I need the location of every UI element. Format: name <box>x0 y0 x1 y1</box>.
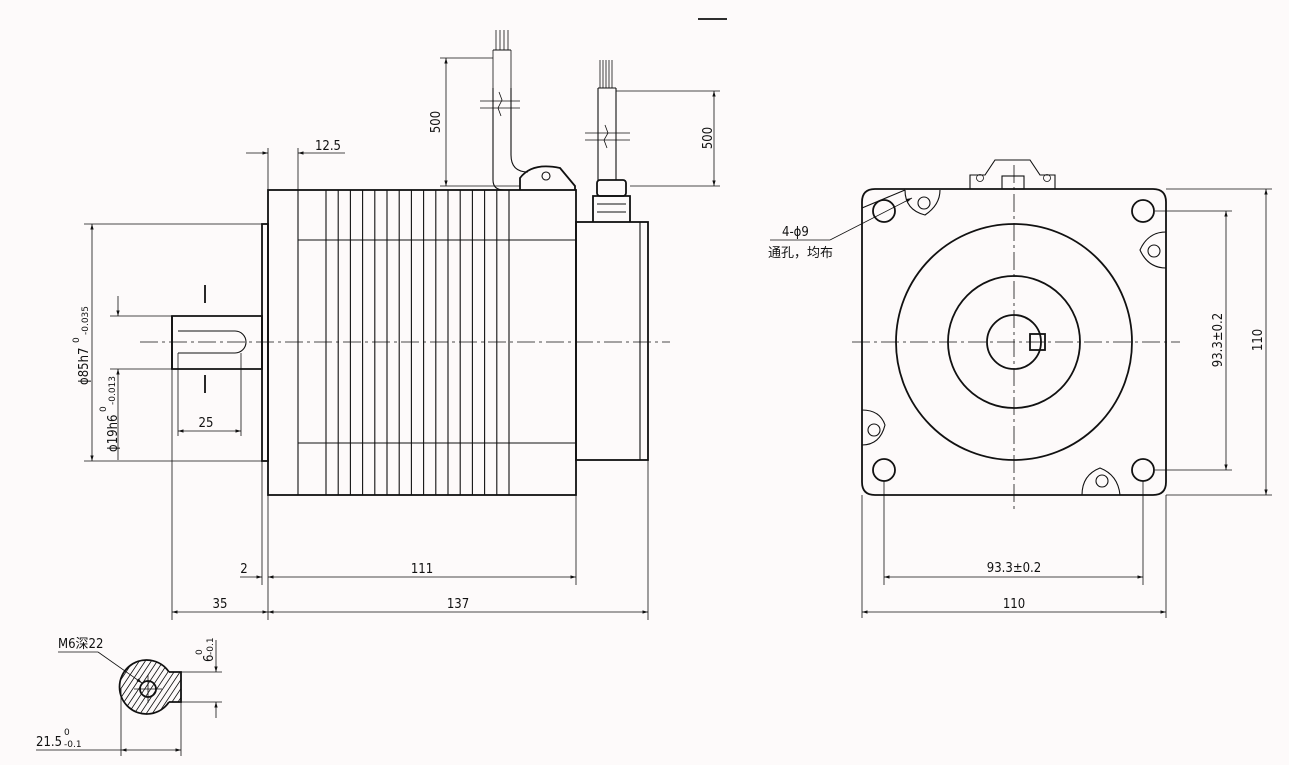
hatch-line <box>119 659 141 714</box>
mount-hole-tl <box>872 199 896 223</box>
dim-bolt-pitch-h: 93.3±0.2 <box>987 561 1041 576</box>
hatch-line <box>165 659 181 714</box>
power-cable <box>480 30 529 191</box>
encoder-cable <box>585 60 630 180</box>
motor-body <box>267 189 577 496</box>
mount-hole-tr <box>1131 199 1155 223</box>
hatch-line <box>70 660 110 720</box>
dim-pilot-tol-lower: -0.035 <box>81 306 91 335</box>
key-width-tol-upper: 0 <box>195 649 205 655</box>
dim-shaft-tol-lower: -0.013 <box>108 376 118 405</box>
dim-flange-h: 110 <box>1003 597 1025 612</box>
dim-pilot-tol-upper: 0 <box>72 337 82 343</box>
hatch-line <box>119 659 159 714</box>
dim-shaft-tol-upper: 0 <box>99 406 109 412</box>
end-view: 4-ϕ9 通孔，均布 93.3±0.2 110 93.3±0.2 110 <box>768 159 1272 618</box>
dim-key-length: 25 <box>199 416 214 431</box>
hatch-line <box>76 660 116 720</box>
tap-note: M6深22 <box>58 637 103 652</box>
cable-gland <box>592 195 631 222</box>
hatch-line <box>147 659 181 714</box>
shaft <box>171 315 263 370</box>
mount-hole-bl <box>872 458 896 482</box>
mount-hole-br <box>1131 458 1155 482</box>
dim-lead-length-1: 500 <box>429 111 444 133</box>
dim-total-length: 137 <box>447 597 469 612</box>
hatch-line <box>119 659 153 714</box>
square-flange <box>861 188 1167 496</box>
hatch-line <box>171 659 181 714</box>
key-depth-tol-upper: 0 <box>64 728 70 738</box>
dim-pilot-dia: ϕ85h7 <box>77 348 92 385</box>
section-outline <box>118 659 170 715</box>
hatch-line <box>129 659 171 714</box>
dim-shaft-dia: ϕ19h6 <box>106 415 121 452</box>
dim-shoulder: 2 <box>240 562 247 577</box>
power-connector <box>519 165 576 190</box>
hatch-line <box>153 659 181 714</box>
dim-bolt-pitch-v: 93.3±0.2 <box>1211 313 1226 367</box>
dim-flange-offset: 12.5 <box>315 139 341 154</box>
dim-lead-length-2: 500 <box>701 127 716 149</box>
dim-flange-v: 110 <box>1251 329 1266 351</box>
side-view: 500 500 12.5 ϕ85h7 0 -0.035 ϕ19h6 0 -0.0… <box>72 30 720 620</box>
dim-body-length: 111 <box>411 562 433 577</box>
hole-note: 通孔，均布 <box>768 246 833 261</box>
key-depth-tol-lower: -0.1 <box>64 740 82 750</box>
hatch-line <box>184 660 224 720</box>
hatch-line <box>119 659 135 714</box>
hatch-line <box>119 659 147 714</box>
cooling-fins <box>325 190 510 495</box>
hole-spec: 4-ϕ9 <box>782 225 809 240</box>
hatch-line <box>177 659 181 714</box>
shaft-section: M6深22 6 0 -0.1 21.5 0 -0.1 <box>36 637 230 756</box>
hatch-line <box>119 659 123 714</box>
dim-shaft-length: 35 <box>213 597 228 612</box>
key-slot <box>178 330 247 354</box>
connector-outline <box>969 159 1056 189</box>
hatch-line <box>190 660 230 720</box>
key-width-tol-lower: -0.1 <box>206 637 216 655</box>
rear-cover <box>575 221 649 461</box>
key-depth: 21.5 <box>36 735 62 750</box>
key-width: 6 <box>202 655 217 662</box>
